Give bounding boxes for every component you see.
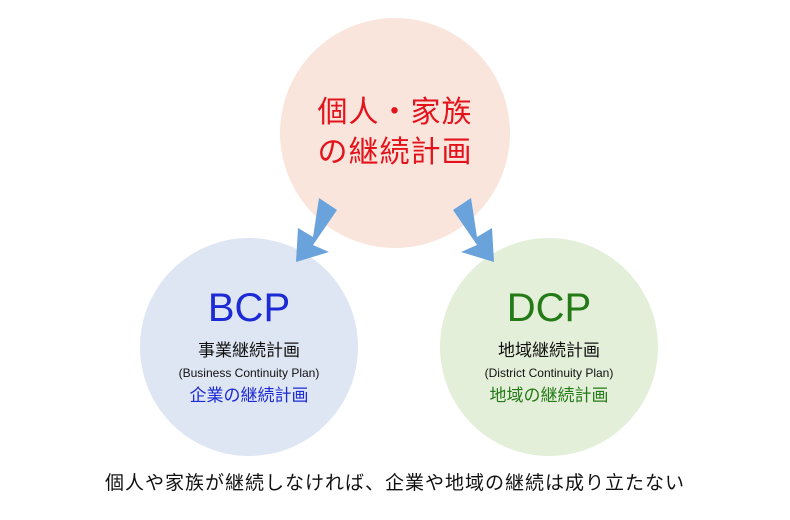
personal-family-plan-line2: の継続計画 — [317, 135, 473, 170]
dcp-subtitle: 地域の継続計画 — [489, 386, 609, 406]
personal-family-plan-line1: 個人・家族 — [317, 95, 473, 130]
bcp-circle: BCP 事業継続計画 (Business Continuity Plan) 企業… — [140, 238, 358, 456]
dcp-acronym: DCP — [506, 286, 592, 330]
bcp-en-name: (Business Continuity Plan) — [178, 366, 320, 380]
bcp-jp-name: 事業継続計画 — [198, 341, 300, 361]
bcp-subtitle: 企業の継続計画 — [189, 386, 309, 406]
dcp-en-name: (District Continuity Plan) — [484, 366, 614, 380]
personal-family-plan-circle: 個人・家族 の継続計画 — [280, 18, 510, 248]
bcp-acronym: BCP — [207, 286, 291, 330]
dcp-circle: DCP 地域継続計画 (District Continuity Plan) 地域… — [440, 238, 658, 456]
caption-text: 個人や家族が継続しなければ、企業や地域の継続は成り立たない — [104, 472, 685, 494]
dcp-jp-name: 地域継続計画 — [498, 341, 600, 361]
